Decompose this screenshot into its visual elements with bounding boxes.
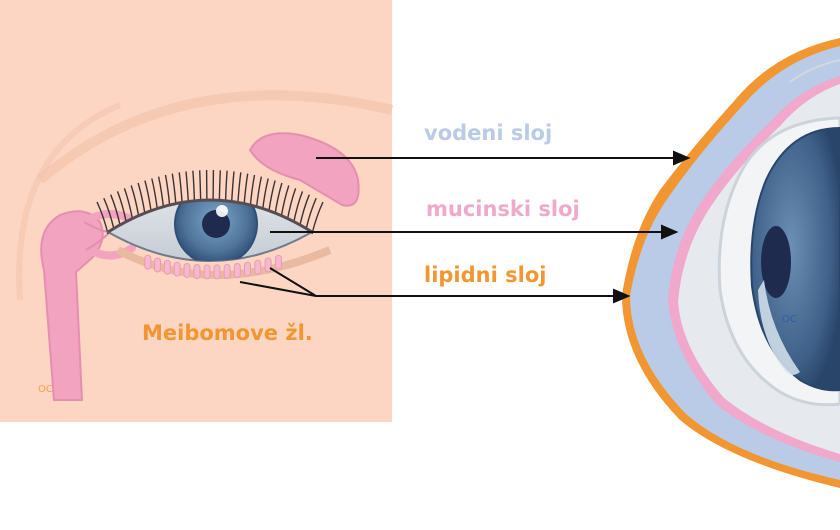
arrow-lipid-head	[613, 288, 631, 304]
meibomian-duct	[244, 261, 251, 277]
meibomian-duct	[144, 254, 152, 270]
upper-eyelid-edge	[789, 59, 840, 83]
meibomian-duct	[233, 263, 241, 278]
arrow-lipid-1	[239, 281, 317, 297]
front-eye-panel: Meibomove žl. OC	[0, 0, 394, 422]
orbit-line	[16, 102, 122, 301]
meibomian-duct	[183, 263, 191, 278]
meibomian-duct	[154, 257, 161, 273]
meibomian-gland-ducts	[144, 254, 282, 280]
meibomian-duct	[203, 264, 211, 280]
meibomian-duct	[173, 261, 181, 277]
lipid-label: lipidni sloj	[424, 263, 546, 287]
meibomian-duct	[213, 264, 221, 280]
meibomian-duct	[254, 259, 262, 275]
pupil-highlight	[216, 205, 228, 217]
eyelash	[96, 201, 109, 235]
side-eye-panel: OC	[622, 38, 840, 488]
lacrimal-gland-shape	[248, 132, 360, 207]
watermark-left: OC	[38, 384, 53, 395]
brow-line	[36, 90, 394, 184]
arrows	[239, 150, 691, 304]
canaliculus-lower	[86, 244, 136, 260]
side-pupil	[761, 226, 791, 298]
arrow-mucin-head	[661, 224, 679, 240]
meibomian-duct	[264, 257, 272, 273]
meibomian-duct	[163, 259, 171, 275]
aqueous-label: vodeni sloj	[424, 121, 552, 145]
meibomian-label: Meibomove žl.	[142, 321, 313, 345]
mucin-label: mucinski sloj	[426, 197, 580, 221]
meibomian-duct	[193, 264, 201, 279]
pupil	[202, 210, 230, 238]
meibomian-duct	[223, 264, 231, 279]
watermark-right: OC	[782, 314, 797, 325]
arrow-lipid-2	[269, 267, 317, 297]
arrow-aqueous-head	[673, 150, 691, 166]
lid-margin	[107, 198, 313, 234]
side-highlight	[758, 280, 800, 375]
meibomian-duct	[275, 254, 282, 270]
